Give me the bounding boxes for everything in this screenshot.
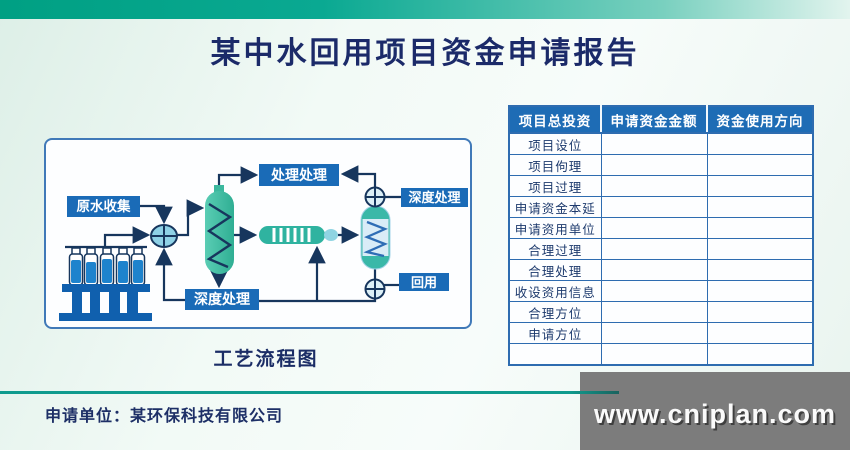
row-label: 申请资用单位 — [508, 217, 602, 239]
node-label: 原水收集 — [77, 198, 131, 214]
table-cell-empty — [600, 238, 708, 260]
table-cell-empty — [600, 217, 708, 239]
clarifier-column — [360, 205, 391, 270]
table-row: 项目设位 — [508, 132, 814, 155]
clarifier-coil — [363, 220, 388, 258]
tube-water — [71, 259, 143, 283]
table-cell-empty — [706, 280, 814, 302]
row-label — [508, 343, 602, 366]
valve-bottom — [364, 278, 386, 300]
table-cell-empty — [706, 259, 814, 281]
table-row: 合理处理 — [508, 259, 814, 281]
node-deep-treatment-right: 深度处理 — [401, 188, 468, 207]
table-header-row: 项目总投资 申请资金金额 资金使用方向 — [509, 106, 813, 134]
node-deep-treatment-bottom: 深度处理 — [185, 289, 259, 310]
node-label: 深度处理 — [408, 190, 460, 205]
table-cell-empty — [600, 259, 708, 281]
node-label: 回用 — [411, 275, 437, 290]
mixer-node — [150, 224, 178, 248]
watermark-text: www.cniplan.com — [593, 398, 837, 429]
investment-table: 项目总投资 申请资金金额 资金使用方向 项目设位 项目佝理 项目过理 申请资金本… — [508, 105, 814, 366]
table-cell-empty — [600, 154, 708, 176]
table-cell-empty — [600, 301, 708, 323]
node-reuse: 回用 — [399, 273, 449, 291]
row-label: 合理处理 — [508, 259, 602, 281]
table-cell-empty — [706, 322, 814, 344]
row-label: 项目设位 — [508, 132, 602, 155]
table-row: 申请方位 — [508, 322, 814, 344]
table-cell-empty — [600, 280, 708, 302]
row-label: 申请资金本延 — [508, 196, 602, 218]
table-header-cell: 项目总投资 — [509, 106, 602, 134]
table-cell-empty — [600, 132, 708, 155]
heat-exchanger — [259, 226, 338, 244]
table-cell-empty — [706, 343, 814, 366]
diagram-caption: 工艺流程图 — [213, 349, 319, 370]
node-treatment-top: 处理处理 — [259, 164, 339, 186]
row-label: 合理过理 — [508, 238, 602, 260]
row-label: 收设资用信息 — [508, 280, 602, 302]
row-label: 项目佝理 — [508, 154, 602, 176]
reactor-coil — [206, 202, 233, 269]
process-flow-diagram: 原水收集 处理处理 深度处理 深度处理 回用 — [59, 164, 468, 321]
row-label: 申请方位 — [508, 322, 602, 344]
table-cell-empty — [600, 196, 708, 218]
table-row: 申请资用单位 — [508, 217, 814, 239]
table-row — [508, 343, 814, 366]
reactor-column — [205, 185, 234, 274]
table-row: 项目过理 — [508, 175, 814, 197]
table-row: 合理方位 — [508, 301, 814, 323]
row-label: 项目过理 — [508, 175, 602, 197]
process-diagram-card: 原水收集 处理处理 深度处理 深度处理 回用 — [44, 138, 472, 329]
table-cell-empty — [706, 154, 814, 176]
table-cell-empty — [706, 301, 814, 323]
valve-top — [364, 186, 386, 208]
node-label: 处理处理 — [270, 167, 327, 183]
table-row: 项目佝理 — [508, 154, 814, 176]
watermark-box: www.cniplan.com — [580, 372, 850, 450]
table-cell-empty — [706, 132, 814, 155]
node-raw-water-collection: 原水收集 — [67, 196, 140, 217]
rack-platform — [59, 284, 152, 321]
table-cell-empty — [706, 196, 814, 218]
table-cell-empty — [600, 322, 708, 344]
table-cell-empty — [600, 343, 708, 366]
table-row: 合理过理 — [508, 238, 814, 260]
top-accent-bar — [0, 0, 850, 19]
slide-title: 某中水回用项目资金申请报告 — [210, 37, 640, 70]
table-row: 申请资金本延 — [508, 196, 814, 218]
table-header-cell: 申请资金金额 — [600, 106, 708, 134]
footer-divider-line — [0, 391, 619, 394]
table-cell-empty — [706, 175, 814, 197]
applicant-line: 申请单位：某环保科技有限公司 — [45, 408, 284, 425]
table-header-cell: 资金使用方向 — [706, 106, 813, 134]
node-label: 深度处理 — [194, 291, 250, 307]
row-label: 合理方位 — [508, 301, 602, 323]
table-cell-empty — [706, 217, 814, 239]
table-cell-empty — [600, 175, 708, 197]
flow-lines — [65, 165, 401, 303]
test-tube-rack — [59, 247, 152, 321]
table-row: 收设资用信息 — [508, 280, 814, 302]
table-cell-empty — [706, 238, 814, 260]
